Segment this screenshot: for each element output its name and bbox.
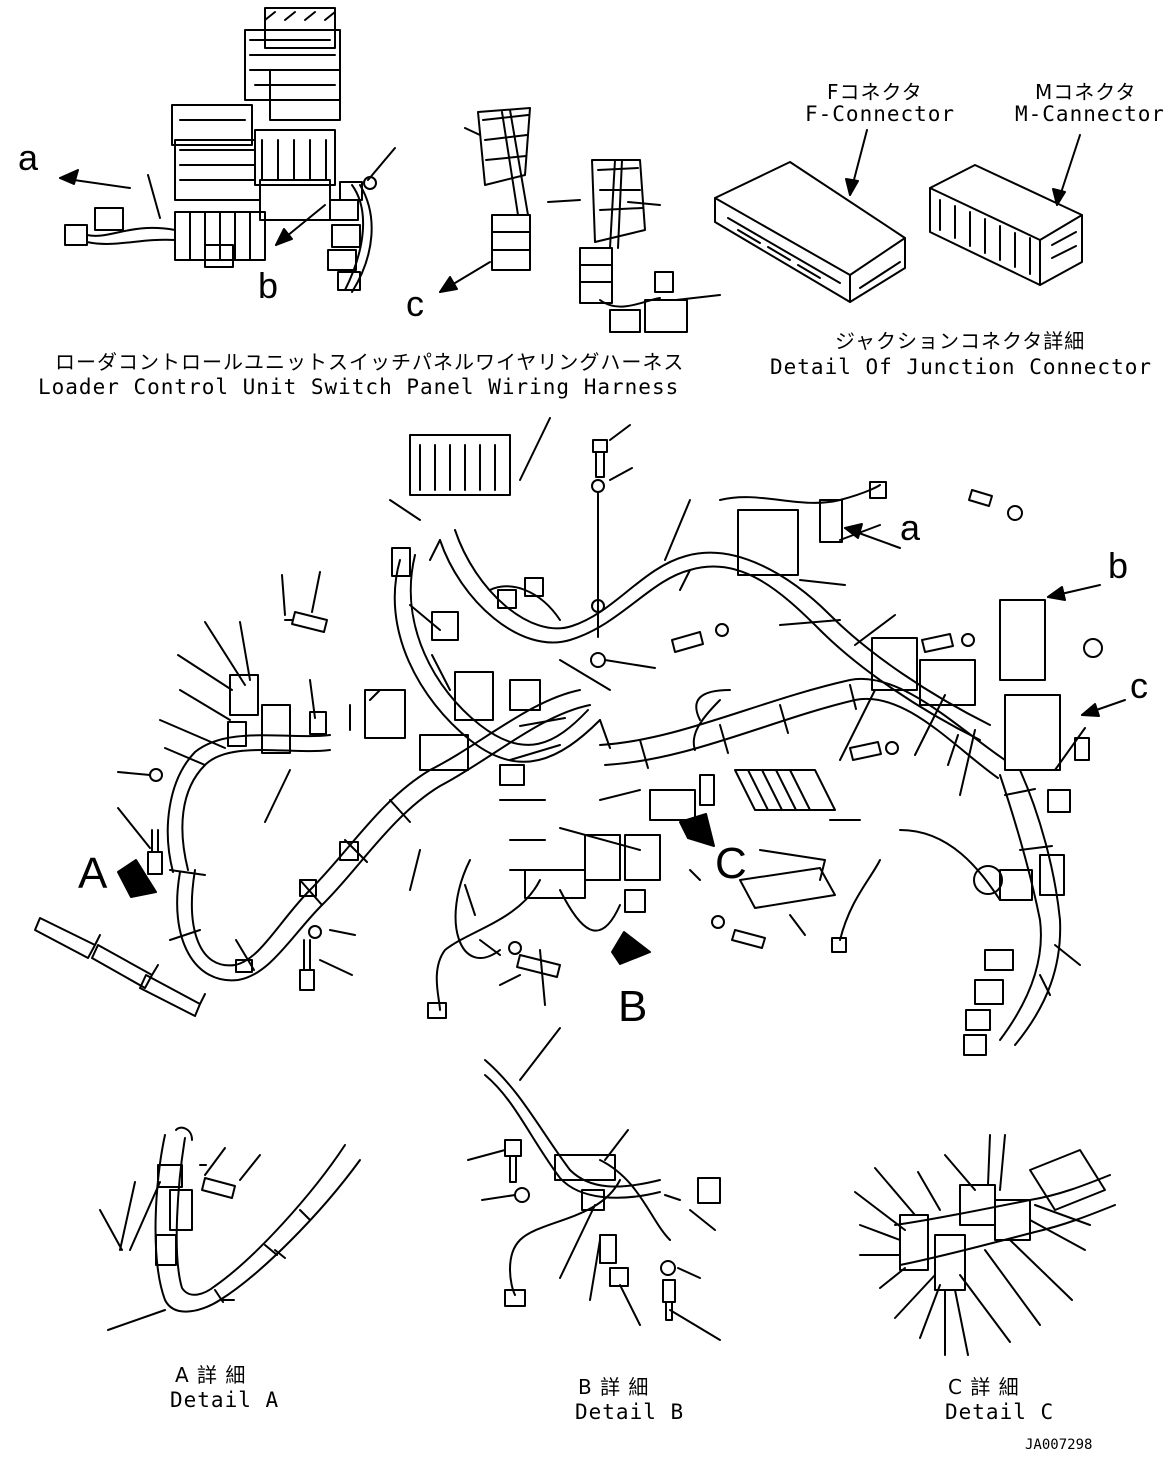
main-harness-assembly [35, 418, 1125, 1055]
detail-c-drawing [855, 1135, 1115, 1355]
m-connector-label-en: M-Cannector [1015, 102, 1163, 126]
arrow-A-big [118, 860, 156, 897]
letter-big-A: A [78, 849, 108, 898]
f-connector-block [715, 162, 905, 302]
u-bracket-1 [35, 918, 100, 958]
detail-a-title-en: Detail A [170, 1388, 280, 1412]
relay-cluster-top [245, 8, 340, 120]
letter-c-top: c [406, 283, 424, 324]
letter-big-C: C [715, 839, 747, 888]
letter-a-top: a [18, 137, 39, 178]
connector-column-right [328, 177, 376, 292]
letter-a-right: a [900, 507, 921, 548]
u-bracket-2 [92, 945, 158, 988]
top-center-harness-group [440, 108, 720, 332]
harness-title-en: Loader Control Unit Switch Panel Wiring … [38, 375, 680, 399]
f-connector-label-jp: Fコネクタ [827, 80, 923, 104]
detail-c-title-jp: C 詳 細 [948, 1375, 1020, 1399]
drawing-code: JA007298 [1025, 1437, 1093, 1453]
detail-a-drawing [100, 1128, 360, 1330]
detail-b-title-jp: B 詳 細 [578, 1375, 650, 1399]
f-connector-label-en: F-Connector [805, 102, 956, 126]
junction-connector-title-jp: ジャクションコネクタ詳細 [835, 329, 1086, 353]
bolt-top-center [593, 440, 607, 477]
m-connector-block [930, 165, 1082, 285]
detail-b-drawing [468, 1028, 720, 1340]
arrow-C-big [680, 814, 714, 846]
connector-row-left [65, 208, 265, 267]
arrow-B-big [612, 932, 650, 964]
harness-title-jp: ローダコントロールユニットスイッチパネルワイヤリングハーネス [55, 350, 685, 374]
detail-b-title-en: Detail B [575, 1400, 685, 1424]
u-bracket-3 [140, 975, 205, 1016]
letter-c-right: c [1130, 665, 1148, 706]
detail-c-title-en: Detail C [945, 1400, 1055, 1424]
m-connector-label-jp: Mコネクタ [1035, 80, 1137, 104]
junction-connectors-group [715, 130, 1082, 302]
detail-a-title-jp: A 詳 細 [175, 1363, 247, 1387]
letter-b-top: b [258, 265, 279, 306]
junction-connector-title-en: Detail Of Junction Connector [770, 355, 1153, 379]
top-left-harness-group [60, 8, 395, 292]
relay-cluster-left [172, 105, 335, 220]
letter-big-B: B [618, 982, 648, 1031]
letter-b-right: b [1108, 545, 1129, 586]
